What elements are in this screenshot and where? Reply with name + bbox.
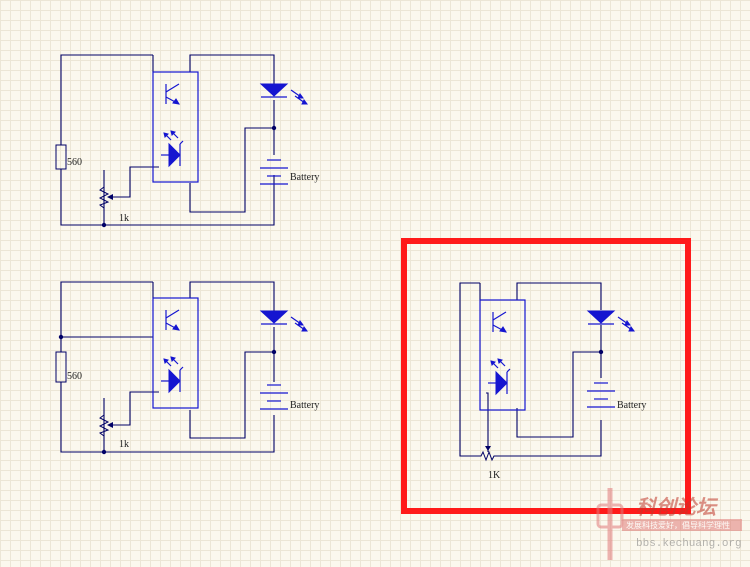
pot-label-1: 1k [119,213,129,224]
resistor-560-1 [55,144,67,170]
resistor-560-2 [55,351,67,383]
battery-2 [259,384,289,410]
output-led-1 [260,83,308,105]
pot-label-3: 1K [488,470,501,481]
resistor-label-1: 560 [67,157,82,168]
watermark-subtitle: 发展科技爱好，倡导科学理性 [626,520,730,530]
circuit-1: 560 1k Battery [55,54,319,228]
highlight-box [401,238,691,514]
circuit-2: 560 1k Battery [55,281,319,455]
circuit-3: 1K Battery [459,282,646,481]
output-led-3 [587,310,635,332]
watermark-logo-icon [596,488,624,560]
watermark-url: bbs.kechuang.org [636,538,742,550]
resistor-label-2: 560 [67,371,82,382]
battery-label-1: Battery [290,172,319,183]
optocoupler-1 [152,71,199,183]
battery-label-3: Battery [617,400,646,411]
pot-label-2: 1k [119,439,129,450]
potentiometer-3 [478,450,498,462]
battery-label-2: Battery [290,400,319,411]
output-led-2 [260,310,308,332]
watermark: 科创论坛 发展科技爱好，倡导科学理性 bbs.kechuang.org [596,488,742,560]
battery-3 [586,382,616,408]
watermark-title: 科创论坛 [636,495,719,519]
optocoupler-2 [152,297,199,409]
